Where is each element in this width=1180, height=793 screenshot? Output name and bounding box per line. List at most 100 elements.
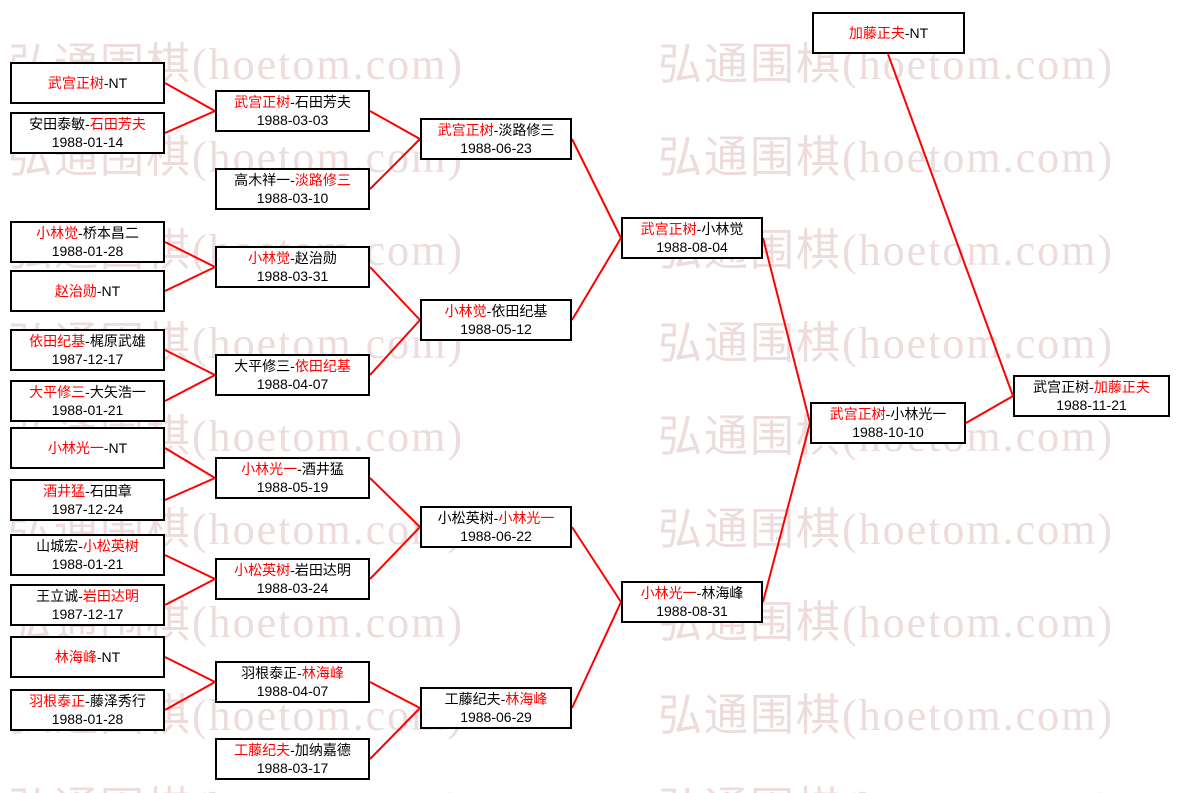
player2-name: 石田章: [89, 483, 132, 499]
match-players: 工藤纪夫-林海峰: [445, 690, 548, 708]
match-players: 武宫正树-小林光一: [830, 405, 947, 423]
player1-name: 小林光一: [640, 585, 697, 601]
connector-line: [369, 477, 421, 528]
match-players: 武宫正树-石田芳夫: [234, 93, 351, 111]
match-date: 1988-01-21: [51, 402, 124, 418]
player2-name: 岩田达明: [82, 588, 139, 604]
match-box-r1m10[interactable]: 王立诚-岩田达明 1987-12-17: [10, 584, 165, 626]
match-box-r1m9[interactable]: 山城宏-小松英树 1988-01-21: [10, 534, 165, 576]
match-box-r4m1[interactable]: 武宫正树-小林觉 1988-08-04: [621, 217, 763, 259]
connector-line: [369, 110, 421, 140]
match-players: 依田纪基-梶原武雄: [29, 332, 146, 350]
match-players: 工藤纪夫-加纳嘉德: [234, 741, 351, 759]
match-box-r3m1[interactable]: 武宫正树-淡路修三 1988-06-23: [420, 118, 572, 160]
match-box-r1m2[interactable]: 安田泰敏-石田芳夫 1988-01-14: [10, 112, 165, 154]
match-date: 1987-12-17: [51, 351, 124, 367]
match-players: 小林光一-酒井猛: [241, 460, 344, 478]
match-box-r1m3[interactable]: 小林觉-桥本昌二 1988-01-28: [10, 221, 165, 263]
player2-name: 淡路修三: [294, 172, 351, 188]
player1-name: 高木祥一: [234, 172, 291, 188]
match-box-r1m12[interactable]: 羽根泰正-藤泽秀行 1988-01-28: [10, 689, 165, 731]
player2-name: 石田芳夫: [89, 116, 146, 132]
connector-line: [571, 138, 622, 239]
match-date: 1988-01-28: [51, 711, 124, 727]
vs-separator: -: [297, 461, 302, 477]
vs-separator: -: [493, 122, 499, 138]
connector-line: [164, 82, 216, 112]
match-box-r5m1[interactable]: 武宫正树-小林光一 1988-10-10: [810, 402, 966, 444]
vs-separator: -: [290, 250, 295, 266]
match-box-r1m4[interactable]: 赵治勋-NT: [10, 270, 165, 312]
match-date: 1988-01-14: [51, 134, 124, 150]
player1-name: 安田泰敏: [29, 116, 86, 132]
match-box-r1m6[interactable]: 大平修三-大矢浩一 1988-01-21: [10, 380, 165, 422]
match-players: 羽根泰正-藤泽秀行: [29, 692, 146, 710]
player1-name: 羽根泰正: [241, 665, 298, 681]
vs-separator: -: [290, 172, 295, 188]
match-date: 1988-01-21: [51, 556, 124, 572]
match-players: 羽根泰正-林海峰: [241, 664, 344, 682]
connector-line: [571, 237, 622, 321]
match-date: 1987-12-17: [51, 606, 124, 622]
match-box-r2m8[interactable]: 工藤纪夫-加纳嘉德 1988-03-17: [215, 738, 370, 780]
match-date: 1988-01-28: [51, 243, 124, 259]
match-players: 武宫正树-NT: [48, 74, 127, 92]
match-date: 1988-11-21: [1056, 397, 1127, 413]
match-players: 小松英树-岩田达明: [234, 561, 351, 579]
player2-name: NT: [108, 75, 128, 91]
match-box-final[interactable]: 武宫正树-加藤正夫 1988-11-21: [1013, 375, 1170, 417]
match-players: 小林光一-NT: [48, 439, 127, 457]
match-date: 1988-08-31: [656, 603, 728, 619]
match-players: 赵治勋-NT: [55, 282, 120, 300]
match-box-r2m4[interactable]: 大平修三-依田纪基 1988-04-07: [215, 354, 370, 396]
connector-line: [887, 53, 1014, 397]
match-box-holder[interactable]: 加藤正夫-NT: [812, 12, 965, 54]
match-box-r2m7[interactable]: 羽根泰正-林海峰 1988-04-07: [215, 661, 370, 703]
vs-separator: -: [85, 693, 90, 709]
player1-name: 酒井猛: [43, 483, 86, 499]
connector-line: [369, 319, 421, 376]
player1-name: 小林光一: [241, 461, 298, 477]
vs-separator: -: [290, 94, 295, 110]
match-date: 1988-04-07: [256, 683, 329, 699]
match-box-r1m5[interactable]: 依田纪基-梶原武雄 1987-12-17: [10, 329, 165, 371]
connector-line: [762, 422, 811, 603]
player2-name: 藤泽秀行: [89, 693, 146, 709]
match-date: 1988-03-03: [256, 112, 329, 128]
match-box-r2m5[interactable]: 小林光一-酒井猛 1988-05-19: [215, 457, 370, 499]
player1-name: 林海峰: [54, 649, 97, 665]
player2-name: 林海峰: [701, 585, 744, 601]
player1-name: 小林光一: [47, 440, 104, 456]
match-box-r1m7[interactable]: 小林光一-NT: [10, 427, 165, 469]
match-box-r3m2[interactable]: 小林觉-依田纪基 1988-05-12: [420, 299, 572, 341]
match-box-r4m2[interactable]: 小林光一-林海峰 1988-08-31: [621, 581, 763, 623]
match-box-r3m4[interactable]: 工藤纪夫-林海峰 1988-06-29: [420, 687, 572, 729]
match-box-r2m2[interactable]: 高木祥一-淡路修三 1988-03-10: [215, 168, 370, 210]
match-box-r1m8[interactable]: 酒井猛-石田章 1987-12-24: [10, 479, 165, 521]
match-box-r2m3[interactable]: 小林觉-赵治勋 1988-03-31: [215, 246, 370, 288]
match-players: 小林觉-赵治勋: [248, 249, 337, 267]
player2-name: 依田纪基: [294, 358, 351, 374]
player2-name: NT: [108, 440, 128, 456]
match-players: 大平修三-大矢浩一: [29, 383, 146, 401]
vs-separator: -: [78, 538, 83, 554]
player2-name: 小松英树: [82, 538, 139, 554]
player1-name: 武宫正树: [640, 221, 697, 237]
match-box-r1m11[interactable]: 林海峰-NT: [10, 636, 165, 678]
player1-name: 武宫正树: [829, 406, 886, 422]
player2-name: 赵治勋: [294, 250, 337, 266]
player1-name: 工藤纪夫: [234, 742, 291, 758]
connector-line: [164, 477, 216, 501]
vs-separator: -: [885, 406, 891, 422]
match-players: 王立诚-岩田达明: [36, 587, 139, 605]
match-box-r1m1[interactable]: 武宫正树-NT: [10, 62, 165, 104]
player1-name: 山城宏: [36, 538, 79, 554]
match-box-r3m3[interactable]: 小松英树-小林光一 1988-06-22: [420, 506, 572, 548]
match-players: 小松英树-小林光一: [438, 509, 555, 527]
match-date: 1988-05-12: [460, 321, 532, 337]
player2-name: 淡路修三: [498, 122, 555, 138]
player1-name: 大平修三: [234, 358, 291, 374]
match-box-r2m1[interactable]: 武宫正树-石田芳夫 1988-03-03: [215, 90, 370, 132]
match-box-r2m6[interactable]: 小松英树-岩田达明 1988-03-24: [215, 558, 370, 600]
player2-name: 加藤正夫: [1093, 379, 1150, 395]
